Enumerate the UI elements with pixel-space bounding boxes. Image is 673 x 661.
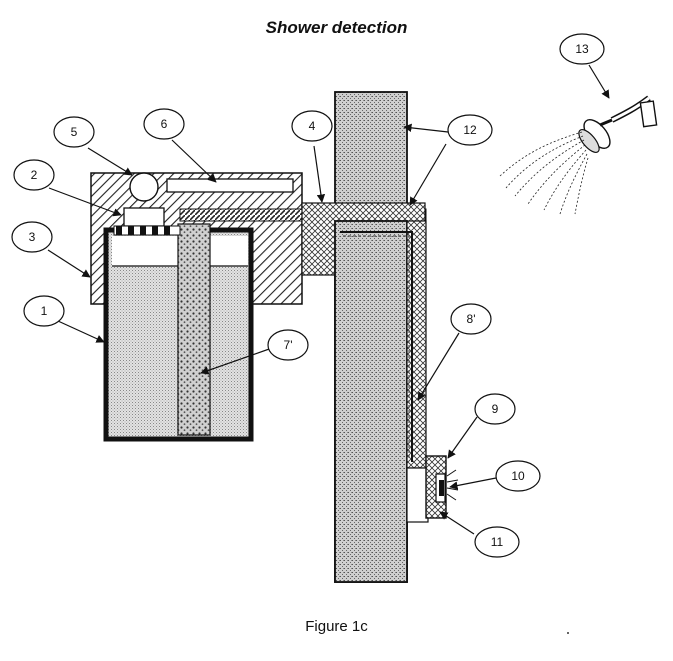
callout-4-label: 4 bbox=[309, 119, 316, 133]
figure-caption: Figure 1c bbox=[0, 618, 673, 635]
callout-7-label: 7' bbox=[284, 338, 293, 352]
callout-8: 8' bbox=[451, 304, 491, 334]
callout-5: 5 bbox=[54, 117, 94, 147]
wick bbox=[178, 224, 210, 435]
callout-10-label: 10 bbox=[511, 469, 525, 483]
callout-12: 12 bbox=[448, 115, 492, 145]
callout-6: 6 bbox=[144, 109, 184, 139]
ball-sensor bbox=[130, 173, 158, 201]
module-chip bbox=[439, 480, 444, 496]
leader-13 bbox=[589, 65, 609, 98]
callout-7: 7' bbox=[268, 330, 308, 360]
leader-12a bbox=[404, 127, 448, 132]
container-top-right bbox=[210, 236, 248, 266]
callout-13-label: 13 bbox=[575, 42, 589, 56]
callout-10: 10 bbox=[496, 461, 540, 491]
callout-11: 11 bbox=[475, 527, 519, 557]
callout-4: 4 bbox=[292, 111, 332, 141]
module-housing bbox=[407, 468, 428, 522]
callout-8-label: 8' bbox=[467, 312, 476, 326]
leader-4 bbox=[314, 146, 322, 202]
callout-9: 9 bbox=[475, 394, 515, 424]
slot bbox=[167, 179, 293, 192]
container-top-left bbox=[112, 236, 178, 266]
callout-3-label: 3 bbox=[29, 230, 36, 244]
callout-2-label: 2 bbox=[31, 168, 38, 182]
leader-9 bbox=[448, 417, 477, 458]
callout-12-label: 12 bbox=[463, 123, 477, 137]
leader-11 bbox=[440, 512, 474, 534]
callout-1: 1 bbox=[24, 296, 64, 326]
callout-3: 3 bbox=[12, 222, 52, 252]
sensor-element bbox=[124, 208, 164, 226]
callout-5-label: 5 bbox=[71, 125, 78, 139]
leader-1 bbox=[58, 321, 104, 342]
callout-11-label: 11 bbox=[491, 535, 504, 549]
leader-10 bbox=[450, 478, 496, 487]
callout-13: 13 bbox=[560, 34, 604, 64]
callout-2: 2 bbox=[14, 160, 54, 190]
shower-head bbox=[575, 98, 656, 156]
water-spray bbox=[500, 132, 588, 214]
callout-9-label: 9 bbox=[492, 402, 499, 416]
leader-3 bbox=[48, 250, 90, 277]
sensor-comb bbox=[114, 226, 180, 235]
leader-5 bbox=[88, 148, 132, 175]
wall-front bbox=[335, 221, 407, 582]
callout-1-label: 1 bbox=[41, 304, 48, 318]
tube-outer bbox=[407, 221, 426, 468]
callout-6-label: 6 bbox=[161, 117, 168, 131]
leader-12b bbox=[410, 144, 446, 205]
module-emission bbox=[447, 470, 458, 500]
